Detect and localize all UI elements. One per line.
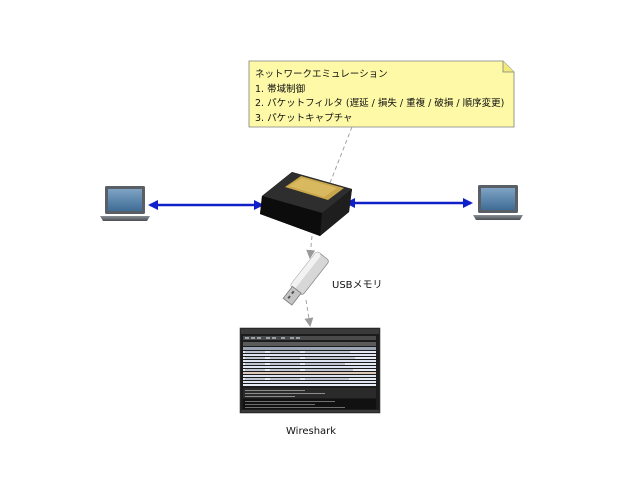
usb-to-wireshark-connector [304, 299, 314, 327]
note-item-bandwidth: 1. 帯域制御 [255, 83, 306, 95]
wireshark-label: Wireshark [286, 426, 337, 437]
note-text: ネットワークエミュレーション 1. 帯域制御 2. パケットフィルタ (遅延 /… [255, 68, 515, 126]
laptop-icon [100, 186, 150, 221]
laptop-icon [473, 185, 523, 220]
network-emulator-box-icon [260, 172, 352, 236]
note-item-packet-filter: 2. パケットフィルタ (遅延 / 損失 / 重複 / 破損 / 順序変更) [255, 98, 505, 109]
wireshark-screenshot-icon [239, 327, 381, 414]
note-item-packet-capture: 3. パケットキャプチャ [255, 112, 353, 124]
usb-label: USBメモリ [332, 280, 383, 291]
note-connector-line [329, 126, 353, 184]
box-to-usb-connector [306, 235, 316, 259]
note-title: ネットワークエミュレーション [255, 69, 388, 80]
usb-stick-icon [282, 251, 329, 306]
callout-note [248, 60, 515, 128]
